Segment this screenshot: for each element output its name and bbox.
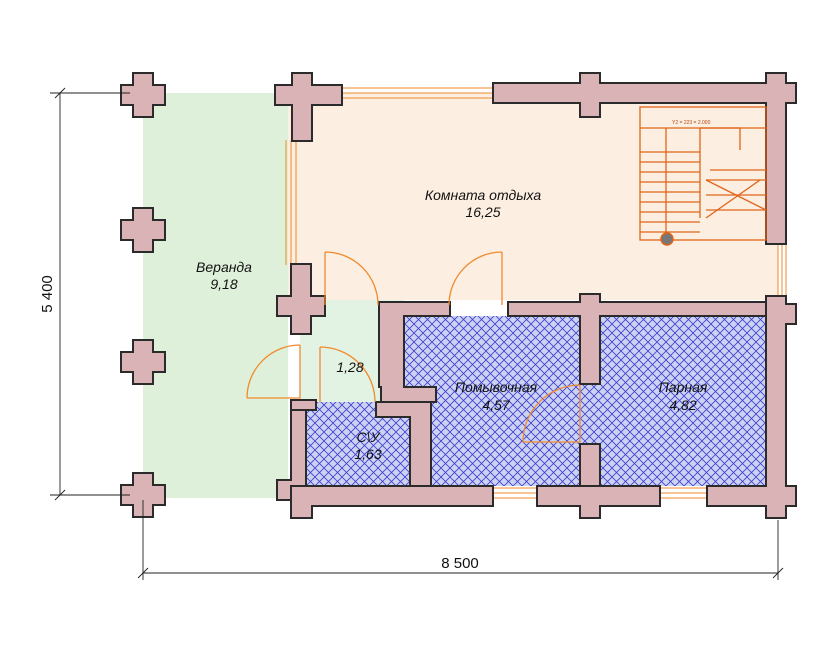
wall-partition-left xyxy=(378,301,451,403)
wc-area: 1,63 xyxy=(354,446,381,462)
dimension-height: 5 400 xyxy=(39,87,130,501)
stair-treads xyxy=(640,151,700,233)
doors xyxy=(246,251,581,443)
hall-area: 1,28 xyxy=(336,359,363,375)
room-labels: Комната отдыха 16,25 Веранда 9,18 1,28 П… xyxy=(196,187,708,462)
steam-room-floor xyxy=(588,316,778,486)
wall-hall-top xyxy=(290,399,317,411)
veranda-post xyxy=(120,339,166,385)
wall-top xyxy=(492,72,797,245)
stair-post xyxy=(660,232,674,246)
wall-left-pier xyxy=(276,263,326,335)
veranda-area: 9,18 xyxy=(210,276,237,292)
rest-room-area: 16,25 xyxy=(465,204,500,220)
windows xyxy=(285,87,787,499)
wall-corner-top-left xyxy=(274,72,343,142)
wall-bottom-right xyxy=(706,295,797,519)
door-washroom[interactable] xyxy=(448,251,503,306)
door-steam-room[interactable] xyxy=(522,384,581,443)
staircase: Y2 = 223 = 2.000 xyxy=(639,106,767,246)
wall-bottom xyxy=(290,485,494,519)
window-right xyxy=(777,245,787,295)
window-left xyxy=(285,140,297,265)
veranda-post xyxy=(120,207,166,253)
walls xyxy=(120,72,797,519)
washroom-area: 4,57 xyxy=(482,397,510,413)
door-rest-room[interactable] xyxy=(324,251,379,306)
width-dimension-label: 8 500 xyxy=(441,555,479,572)
door-wc[interactable] xyxy=(319,346,376,403)
stair-outline xyxy=(639,106,767,241)
window-bottom-washroom xyxy=(492,487,538,499)
rest-room-name: Комната отдыха xyxy=(425,187,541,203)
height-dimension-label: 5 400 xyxy=(39,275,56,313)
wall-partition-right xyxy=(507,293,767,385)
steam-room-name: Парная xyxy=(659,379,708,395)
window-top-left xyxy=(335,87,495,99)
door-veranda[interactable] xyxy=(246,344,301,399)
dimension-width: 8 500 xyxy=(137,500,784,580)
veranda-floor xyxy=(143,93,288,498)
veranda-post xyxy=(120,472,166,518)
wall-wc-right xyxy=(375,401,432,487)
steam-room-area: 4,82 xyxy=(669,397,696,413)
stair-note: Y2 = 223 = 2.000 xyxy=(672,120,711,126)
wc-name: С\У xyxy=(357,429,382,445)
washroom-name: Помывочная xyxy=(455,379,538,395)
wall-washroom-pier xyxy=(579,443,601,487)
veranda-name: Веранда xyxy=(196,259,252,275)
window-bottom-steam xyxy=(660,487,708,499)
veranda-post xyxy=(120,72,166,118)
